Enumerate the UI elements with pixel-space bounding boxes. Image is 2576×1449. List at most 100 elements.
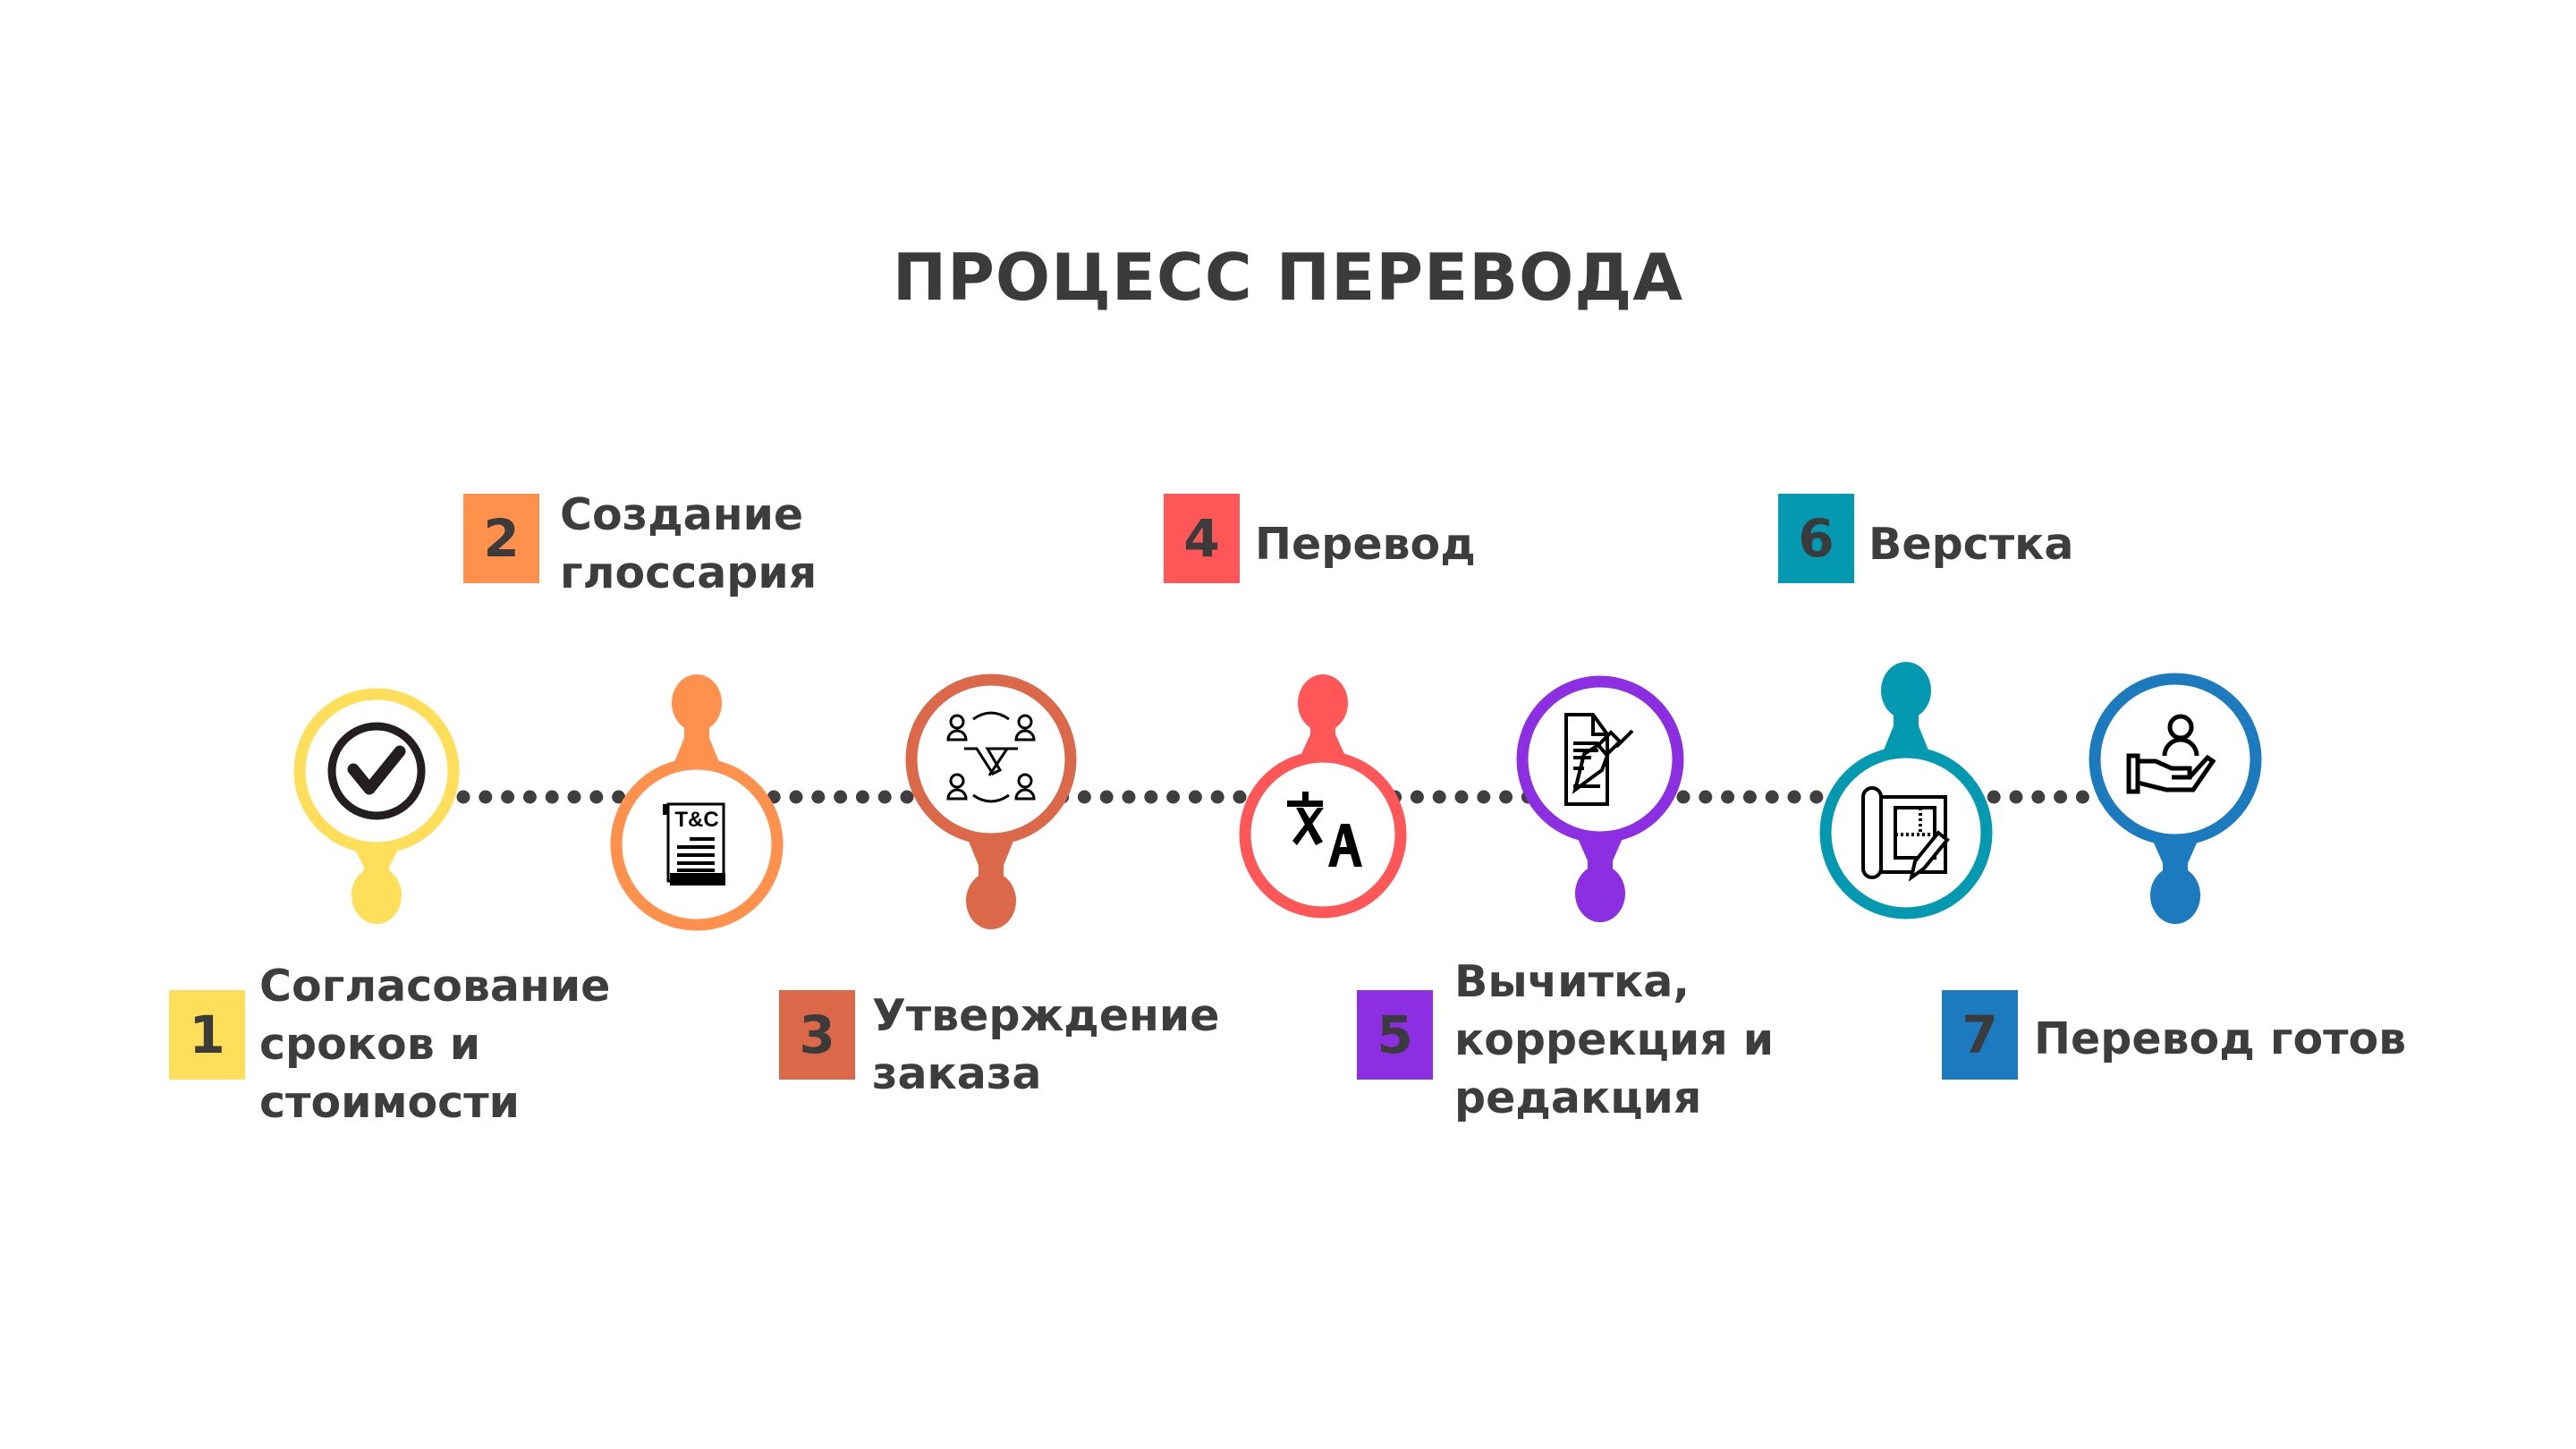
node-bulb bbox=[1575, 865, 1625, 922]
step-label-line: стоимости bbox=[259, 1077, 520, 1128]
node-stem bbox=[964, 830, 1018, 901]
connector-dot bbox=[1676, 790, 1690, 804]
step-label-line: Перевод bbox=[1255, 519, 1476, 570]
step-label-line: Перевод готов bbox=[2034, 1013, 2407, 1064]
step-4-node bbox=[1239, 674, 1407, 919]
node-stem bbox=[670, 703, 724, 773]
connector-dot bbox=[900, 790, 914, 804]
node-bulb bbox=[1881, 662, 1931, 719]
node-bulb bbox=[966, 872, 1016, 929]
step-number-badge: 6 bbox=[1778, 494, 1854, 583]
step-label: Утверждение заказа bbox=[872, 987, 1219, 1103]
step-3-node bbox=[905, 674, 1077, 929]
node-stem bbox=[1879, 691, 1933, 761]
connector-dot bbox=[834, 790, 848, 804]
node-stem bbox=[1296, 703, 1350, 766]
step-label: Перевод готов bbox=[2034, 1010, 2406, 1068]
step-label-line: коррекция и bbox=[1454, 1014, 1775, 1065]
step-label-line: Утверждение bbox=[872, 990, 1220, 1041]
step-label-line: Создание bbox=[560, 489, 804, 540]
step-label-line: Вычитка, bbox=[1454, 956, 1690, 1007]
step-label-line: редакция bbox=[1454, 1072, 1702, 1123]
connector-dot bbox=[1233, 790, 1247, 804]
node-bulb bbox=[352, 867, 402, 924]
handshake-icon bbox=[946, 711, 1036, 803]
node-ring bbox=[1239, 750, 1407, 919]
blueprint-icon bbox=[1861, 786, 1950, 882]
document-pen-icon bbox=[1564, 713, 1634, 806]
step-label-line: сроков и bbox=[259, 1019, 481, 1070]
step-6-node bbox=[1819, 662, 1993, 919]
connector-dot bbox=[545, 790, 559, 804]
checkmark-icon bbox=[327, 722, 426, 820]
step-label: Вычитка, коррекция и редакция bbox=[1454, 953, 1774, 1127]
connector-dot bbox=[1765, 790, 1779, 804]
hand-person-icon bbox=[2126, 714, 2216, 794]
step-5-node bbox=[1516, 675, 1684, 922]
connector-dot bbox=[855, 790, 869, 804]
step-number-badge: 4 bbox=[1164, 494, 1240, 583]
node-stem bbox=[1573, 828, 1627, 894]
connector-dot bbox=[1454, 790, 1469, 804]
connector-dot bbox=[589, 790, 604, 804]
node-bulb bbox=[2150, 867, 2200, 924]
terms-document-icon: T&C bbox=[663, 802, 725, 886]
step-label: Верстка bbox=[1868, 515, 2073, 573]
node-ring bbox=[2089, 673, 2262, 846]
step-number-badge: 2 bbox=[463, 494, 539, 583]
connector-dot bbox=[1166, 790, 1181, 804]
step-number-badge: 5 bbox=[1357, 990, 1433, 1080]
step-label-line: Согласование bbox=[259, 961, 611, 1012]
node-bulb bbox=[1298, 674, 1348, 732]
connector-dot bbox=[1077, 790, 1091, 804]
step-number-badge: 7 bbox=[1942, 990, 2018, 1080]
connector-dot bbox=[479, 790, 493, 804]
connector-dot bbox=[2075, 790, 2089, 804]
node-ring bbox=[905, 674, 1077, 845]
connector-dot bbox=[612, 790, 626, 804]
page-title: ПРОЦЕСС ПЕРЕВОДА bbox=[892, 240, 1684, 315]
connector-dot bbox=[1699, 790, 1713, 804]
connector-dot bbox=[1122, 790, 1136, 804]
step-2-node: T&C bbox=[610, 674, 784, 931]
connector-dot bbox=[2009, 790, 2023, 804]
step-7-node bbox=[2089, 673, 2262, 924]
connector-dot bbox=[1809, 790, 1824, 804]
connector-dot bbox=[2031, 790, 2046, 804]
step-label-line: Верстка bbox=[1868, 519, 2074, 570]
connector-dot bbox=[2054, 790, 2068, 804]
connector-dot bbox=[1144, 790, 1158, 804]
step-label: Перевод bbox=[1255, 515, 1476, 573]
connector-dot bbox=[456, 790, 470, 804]
step-number-badge: 1 bbox=[169, 990, 245, 1080]
connector-dot bbox=[877, 790, 892, 804]
connector-dot bbox=[1721, 790, 1735, 804]
connector-dot bbox=[1099, 790, 1114, 804]
connector-dot bbox=[789, 790, 803, 804]
connector-dot bbox=[567, 790, 581, 804]
node-stem bbox=[2148, 831, 2202, 895]
step-label-line: заказа bbox=[872, 1048, 1042, 1099]
svg-text:T&C: T&C bbox=[674, 808, 718, 832]
connector-dot bbox=[1432, 790, 1446, 804]
connector-dot bbox=[1787, 790, 1801, 804]
step-label-line: глоссария bbox=[560, 547, 818, 598]
connector-dot bbox=[811, 790, 826, 804]
node-bulb bbox=[672, 674, 722, 732]
connector-dot bbox=[501, 790, 515, 804]
step-1-node bbox=[293, 688, 460, 924]
connector-dot bbox=[1410, 790, 1424, 804]
connector-dot bbox=[1499, 790, 1513, 804]
step-number-badge: 3 bbox=[779, 990, 855, 1080]
step-label: Создание глоссария bbox=[560, 486, 817, 602]
translate-icon bbox=[1287, 792, 1362, 867]
connector-dot bbox=[1477, 790, 1491, 804]
connector-dot bbox=[1188, 790, 1202, 804]
connector-dot bbox=[1742, 790, 1757, 804]
connector-dot bbox=[1210, 790, 1224, 804]
step-label: Согласование сроков и стоимости bbox=[259, 957, 610, 1131]
node-ring bbox=[1516, 675, 1684, 843]
connector-dot bbox=[1987, 790, 2001, 804]
